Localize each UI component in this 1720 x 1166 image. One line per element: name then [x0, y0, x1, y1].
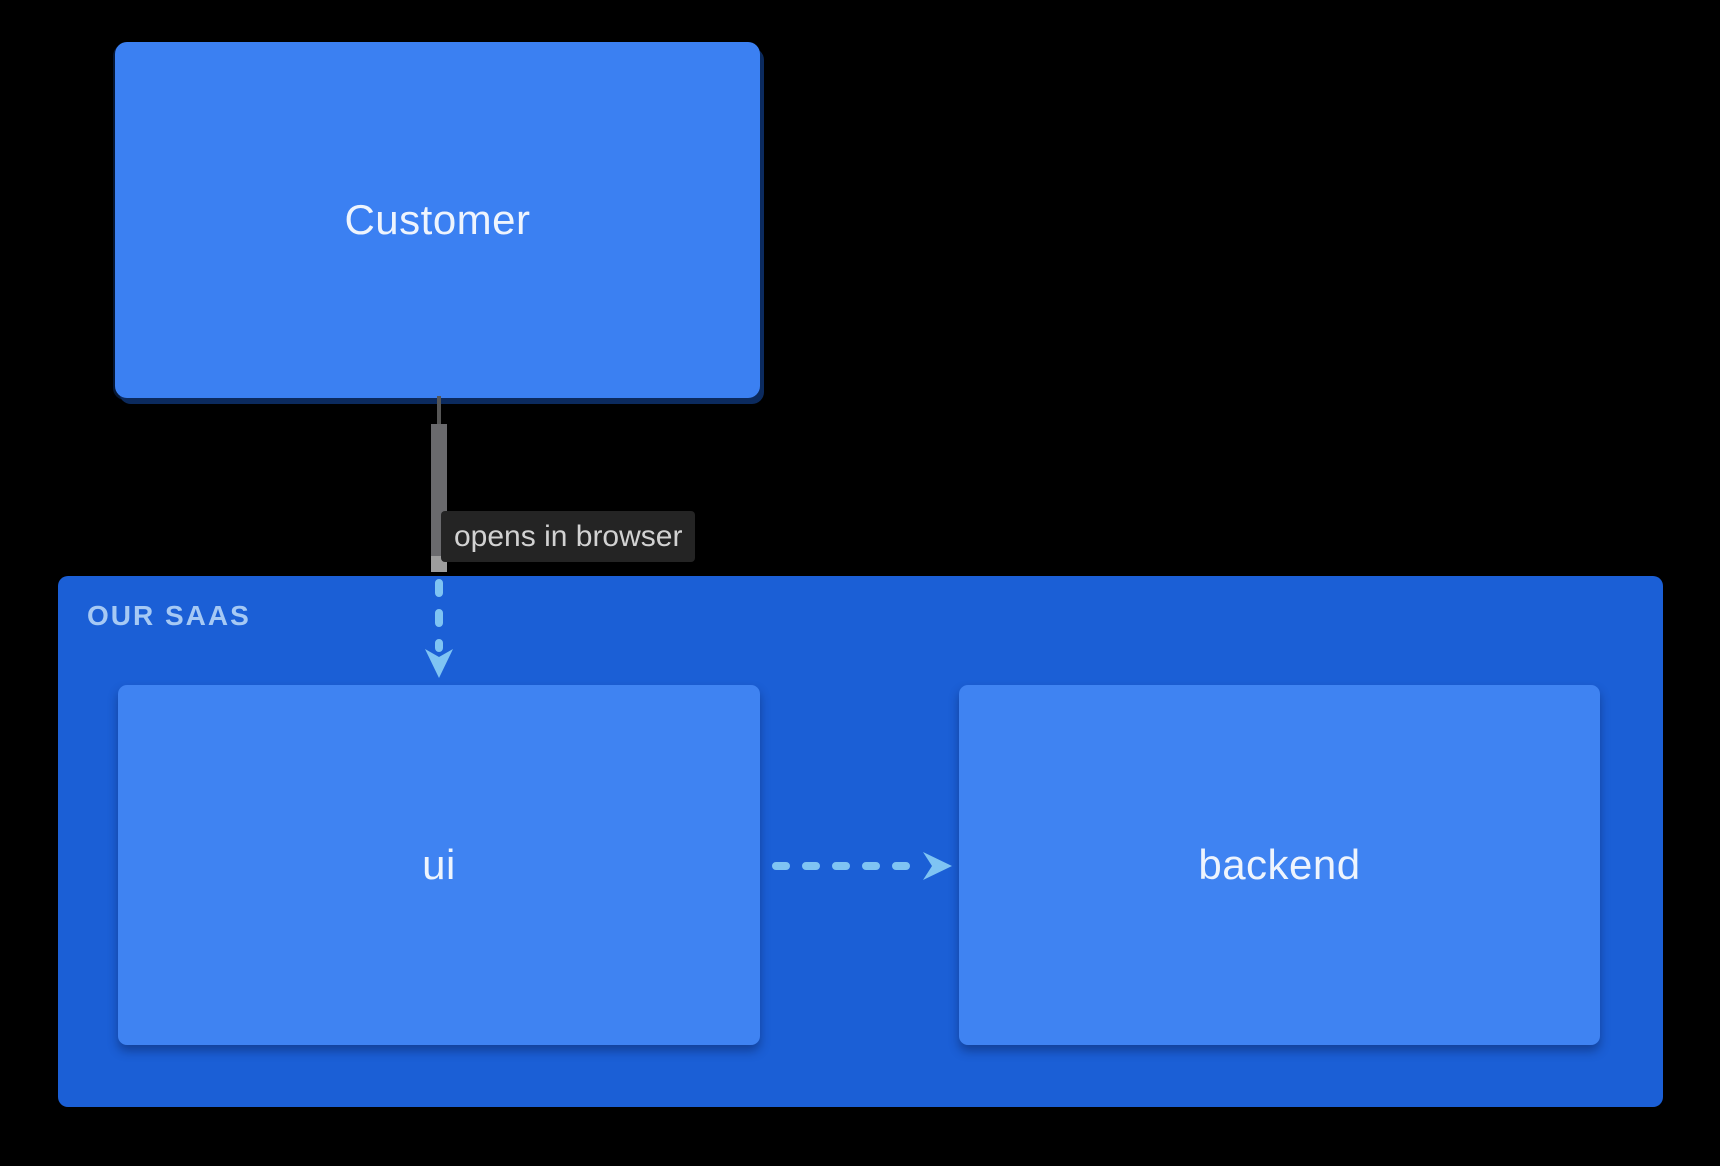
customer-node[interactable]: Customer: [115, 42, 760, 398]
edge-label-chip[interactable]: opens in browser: [441, 511, 696, 562]
backend-node[interactable]: backend: [959, 685, 1600, 1045]
ui-node-label: ui: [422, 841, 456, 888]
customer-node-label: Customer: [344, 196, 531, 243]
saas-container-title: OUR SAAS: [87, 600, 251, 631]
edge-customer-ui-stem: [437, 396, 441, 428]
ui-node[interactable]: ui: [118, 685, 760, 1045]
edge-label-text: opens in browser: [454, 519, 683, 553]
backend-node-label: backend: [1198, 841, 1361, 888]
saas-container[interactable]: OUR SAAS ui backend: [58, 576, 1663, 1107]
